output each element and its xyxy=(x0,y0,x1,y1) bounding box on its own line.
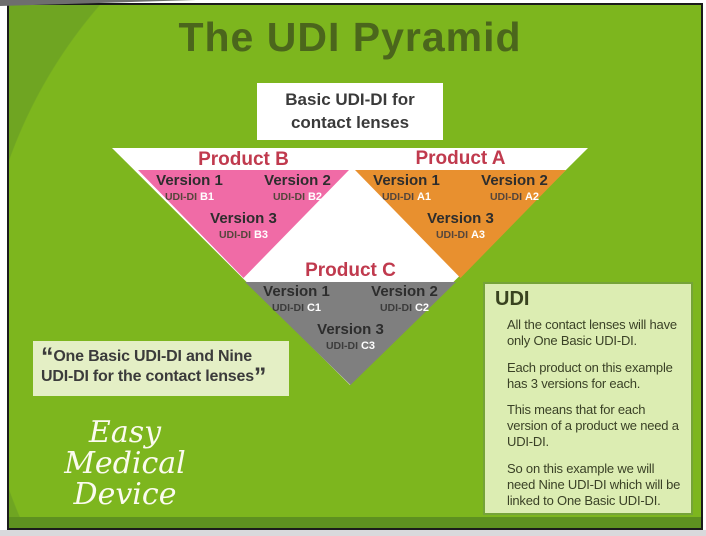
version-cell: Version 3 UDI-DI C3 xyxy=(281,322,421,353)
version-cell: Version 2 UDI-DI B2 xyxy=(247,172,349,205)
basic-udi-di-box: Basic UDI-DI for contact lenses xyxy=(257,83,443,140)
udi-di-prefix: UDI-DI xyxy=(271,301,305,314)
close-quote-mark: ” xyxy=(253,363,267,392)
version-cell: Version 1 UDI-DI C1 xyxy=(246,283,348,316)
quote-box: “One Basic UDI-DI and Nine UDI-DI for th… xyxy=(33,341,289,396)
product-a-version-row: Version 1 UDI-DI A1 Version 2 UDI-DI A2 xyxy=(355,172,566,205)
udi-di-line: UDI-DI C1 xyxy=(246,301,348,316)
version-cell: Version 1 UDI-DI B1 xyxy=(139,172,241,205)
product-b-version-row: Version 1 UDI-DI B1 Version 2 UDI-DI B2 xyxy=(138,172,349,205)
udi-di-prefix: UDI-DI xyxy=(435,228,469,241)
product-b-label: Product B xyxy=(198,149,289,170)
udi-info-paragraph: All the contact lenses will have only On… xyxy=(507,317,677,348)
version-label: Version 2 xyxy=(264,172,331,189)
udi-di-code: B3 xyxy=(253,228,269,241)
udi-di-prefix: UDI-DI xyxy=(272,190,306,203)
udi-di-line: UDI-DI A2 xyxy=(464,190,566,205)
udi-di-line: UDI-DI C2 xyxy=(354,301,456,316)
quote-text: One Basic UDI-DI and Nine UDI-DI for the… xyxy=(41,348,254,386)
udi-di-line: UDI-DI B3 xyxy=(174,228,314,243)
basic-udi-di-label: Basic UDI-DI for contact lenses xyxy=(285,90,415,132)
easy-medical-device-logo: Easy Medical Device xyxy=(40,417,210,511)
version-label: Version 1 xyxy=(156,172,223,189)
product-c-label: Product C xyxy=(305,260,396,281)
udi-di-code: C1 xyxy=(306,301,322,314)
udi-info-panel: UDI All the contact lenses will have onl… xyxy=(483,282,693,515)
udi-di-line: UDI-DI C3 xyxy=(281,339,421,354)
udi-di-prefix: UDI-DI xyxy=(164,190,198,203)
version-cell: Version 2 UDI-DI A2 xyxy=(464,172,566,205)
corner-wedge-decoration xyxy=(0,0,196,6)
udi-info-paragraph: This means that for each version of a pr… xyxy=(507,402,679,450)
version-label: Version 3 xyxy=(427,210,494,228)
logo-line: Device xyxy=(73,477,177,513)
version-label: Version 3 xyxy=(210,210,277,228)
logo-line: Easy xyxy=(88,415,162,450)
version-cell: Version 2 UDI-DI C2 xyxy=(354,283,456,316)
udi-di-line: UDI-DI A1 xyxy=(356,190,458,205)
slide-bottom-strip xyxy=(9,517,701,528)
product-c-versions: Version 1 UDI-DI C1 Version 2 UDI-DI C2 … xyxy=(245,283,456,353)
udi-di-line: UDI-DI A3 xyxy=(391,228,531,243)
product-c-version-row: Version 1 UDI-DI C1 Version 2 UDI-DI C2 xyxy=(245,283,456,316)
udi-di-code: A3 xyxy=(470,228,486,241)
version-cell: Version 3 UDI-DI A3 xyxy=(391,211,531,242)
open-quote-mark: “ xyxy=(41,343,54,371)
product-a-label: Product A xyxy=(415,148,506,169)
version-label: Version 1 xyxy=(373,172,440,189)
udi-di-code: B2 xyxy=(307,190,323,203)
udi-info-heading: UDI xyxy=(495,288,530,310)
version-cell: Version 3 UDI-DI B3 xyxy=(174,211,314,242)
version-label: Version 2 xyxy=(481,172,548,189)
udi-di-code: A2 xyxy=(524,190,540,203)
slide-title: The UDI Pyramid xyxy=(178,14,522,60)
udi-di-line: UDI-DI B2 xyxy=(247,190,349,205)
udi-di-prefix: UDI-DI xyxy=(489,190,523,203)
outside-bottom-margin xyxy=(0,530,706,536)
product-a-versions: Version 1 UDI-DI A1 Version 2 UDI-DI A2 … xyxy=(355,172,566,242)
udi-di-prefix: UDI-DI xyxy=(325,339,359,352)
udi-di-line: UDI-DI B1 xyxy=(139,190,241,205)
udi-di-prefix: UDI-DI xyxy=(379,301,413,314)
version-label: Version 3 xyxy=(317,321,384,339)
version-cell: Version 1 UDI-DI A1 xyxy=(356,172,458,205)
udi-di-prefix: UDI-DI xyxy=(218,228,252,241)
version-label: Version 1 xyxy=(263,283,330,300)
udi-di-prefix: UDI-DI xyxy=(381,190,415,203)
logo-line: Medical xyxy=(64,446,186,482)
udi-info-paragraph: So on this example we will need Nine UDI… xyxy=(507,461,681,508)
product-b-versions: Version 1 UDI-DI B1 Version 2 UDI-DI B2 … xyxy=(138,172,349,242)
udi-di-code: C2 xyxy=(414,301,430,314)
version-label: Version 2 xyxy=(371,283,438,300)
udi-di-code: B1 xyxy=(199,190,215,203)
udi-di-code: C3 xyxy=(360,339,376,352)
udi-di-code: A1 xyxy=(416,190,432,203)
udi-info-paragraph: Each product on this example has 3 versi… xyxy=(507,359,673,391)
